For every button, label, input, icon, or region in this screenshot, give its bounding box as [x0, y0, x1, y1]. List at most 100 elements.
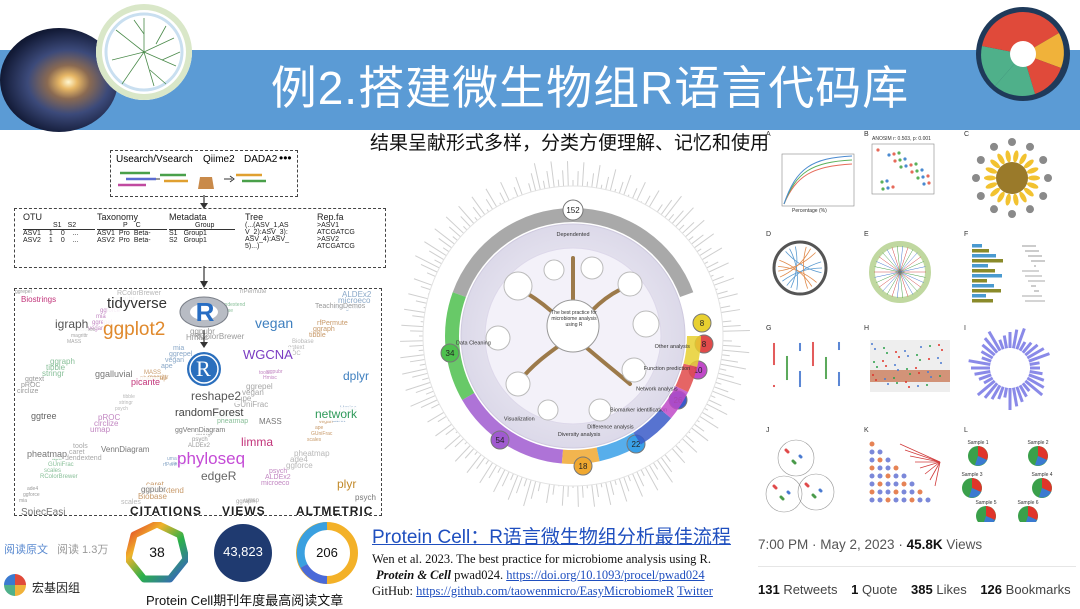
retweets-stat[interactable]: 131 Retweets — [758, 582, 838, 597]
package-spoke — [702, 412, 713, 419]
panel-h-point — [928, 358, 930, 360]
likes-stat[interactable]: 385 Likes — [911, 582, 967, 597]
sample-pie-label: Sample 4 — [1031, 472, 1052, 478]
panel-h-point — [876, 366, 878, 368]
account-name[interactable]: 宏基因组 — [32, 579, 80, 596]
package-spoke — [711, 396, 716, 398]
package-spoke — [409, 345, 423, 346]
wordcloud-filler-word: ggraph — [50, 357, 75, 366]
wordcloud-filler-word: ade4 — [27, 486, 38, 492]
sunflower-petal — [1005, 193, 1012, 206]
wordcloud-word: ggVennDiagram — [175, 427, 225, 434]
category-label: Other analysis — [655, 344, 690, 350]
circular-bar — [1030, 371, 1043, 373]
otu-cell: 1 — [49, 237, 53, 244]
package-spoke — [723, 345, 741, 346]
mantel-link — [900, 444, 940, 462]
sunflower-petal — [1012, 150, 1019, 163]
wordcloud-filler-word: scales — [307, 437, 321, 443]
package-spoke — [606, 177, 609, 190]
manhattan-point — [812, 362, 814, 364]
sunflower-outer-dot — [1039, 192, 1047, 200]
panel-h-point — [919, 359, 921, 361]
panel-letter: E — [864, 231, 869, 238]
panel-letter: D — [766, 231, 771, 238]
wordcloud-word: Biostrings — [21, 295, 56, 304]
pcoa-point — [926, 174, 929, 177]
manhattan-point — [773, 355, 775, 357]
tree-branch — [900, 272, 924, 283]
taxonomy-cell: Beta- — [134, 237, 151, 244]
package-spoke — [473, 207, 481, 217]
manhattan-point — [812, 348, 814, 350]
wordcloud-word: limma — [241, 435, 273, 449]
package-spoke — [494, 470, 505, 492]
manhattan-point — [786, 360, 788, 362]
panel-h-point — [885, 365, 887, 367]
abundance-bar — [972, 254, 996, 258]
package-spoke — [707, 404, 727, 414]
svg-text:R: R — [196, 297, 215, 327]
panel-h-point — [929, 345, 931, 347]
package-spoke — [463, 226, 467, 230]
category-label: Function prediction — [644, 366, 690, 372]
rarefaction-curve — [784, 156, 852, 204]
tool-qiime2: Qiime2 — [203, 154, 235, 165]
wordcloud-word: plyr — [337, 477, 356, 491]
correlation-cell — [878, 474, 883, 479]
package-spoke — [568, 161, 569, 186]
correlation-cell — [870, 490, 875, 495]
sunflower-petal — [985, 166, 998, 175]
manhattan-point — [799, 347, 801, 349]
abundance-bar — [972, 279, 987, 283]
taxonomy-cell: Pro — [119, 230, 130, 237]
package-spoke — [712, 276, 723, 280]
package-spoke — [592, 485, 595, 507]
sunflower-petal — [984, 176, 996, 181]
otu-row-id: ASV1 — [23, 230, 41, 237]
paper-citation: Wen et al. 2023. The best practice for m… — [372, 551, 772, 599]
package-spoke — [408, 294, 427, 299]
otu-cell: ... — [73, 237, 79, 244]
panel-h-point — [884, 378, 886, 380]
github-link[interactable]: https://github.com/taowenmicro/EasyMicro… — [416, 584, 674, 598]
package-spoke — [475, 452, 478, 455]
paper-heading[interactable]: Protein Cell：R语言微生物组分析最佳流程 — [372, 522, 731, 549]
doi-link[interactable]: https://doi.org/10.1093/procel/pwad024 — [506, 568, 704, 582]
tree-branch — [876, 261, 900, 272]
pcoa-point — [921, 175, 924, 178]
tweet-views-count: 45.8K — [907, 537, 943, 552]
abundance-bar — [972, 244, 982, 248]
correlation-cell — [894, 490, 899, 495]
package-spoke — [443, 248, 449, 252]
abundance-bar — [972, 259, 1003, 263]
package-spoke — [558, 180, 559, 187]
panel-h-point — [909, 373, 911, 375]
package-spoke — [722, 321, 731, 322]
package-spoke — [633, 474, 643, 497]
quotes-stat[interactable]: 1 Quote — [851, 582, 897, 597]
package-spoke — [665, 455, 671, 462]
sunflower-outer-dot — [977, 192, 985, 200]
otu-col-s1: S1 — [53, 222, 62, 229]
quotes-label: Quote — [858, 582, 897, 597]
circular-bar — [975, 371, 991, 374]
category-count: 8 — [702, 340, 707, 349]
bookmarks-stat[interactable]: 126 Bookmarks — [980, 582, 1070, 597]
twitter-link[interactable]: Twitter — [677, 584, 713, 598]
sunflower-outer-dot — [1008, 210, 1016, 218]
package-spoke — [601, 483, 602, 487]
package-spoke — [709, 400, 722, 406]
read-original-link[interactable]: 阅读原文 — [4, 541, 48, 557]
package-spoke — [722, 355, 730, 356]
manhattan-point — [838, 344, 840, 346]
views-value: 43,823 — [214, 544, 272, 559]
package-spoke — [534, 163, 540, 189]
manhattan-point — [812, 360, 814, 362]
page-title: 例2.搭建微生物组R语言代码库 — [230, 58, 950, 118]
package-spoke — [446, 428, 455, 435]
package-spoke — [672, 211, 683, 224]
tree-branch — [900, 261, 924, 272]
account-avatar-icon[interactable] — [4, 574, 26, 596]
